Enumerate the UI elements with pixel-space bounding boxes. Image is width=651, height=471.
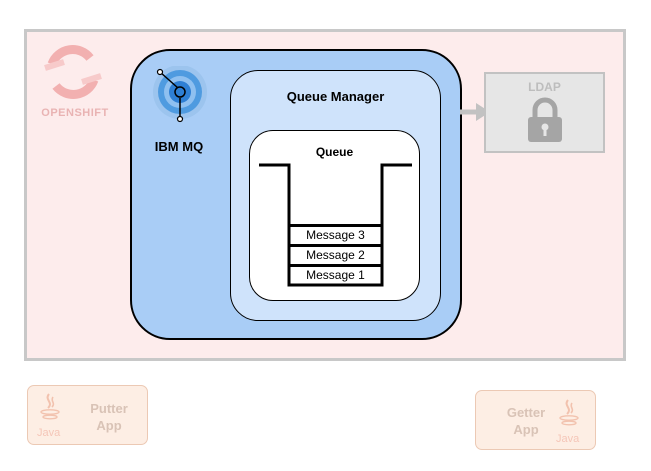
openshift-logo-icon: [44, 45, 102, 99]
queue-message: Message 2: [289, 244, 382, 263]
queue-container: [249, 130, 420, 301]
java-icon: Java: [556, 399, 580, 444]
arrow-to-ldap-icon: [460, 103, 490, 121]
openshift-wordmark: OPENSHIFT: [41, 107, 109, 119]
queue-manager-label: Queue Manager: [286, 89, 385, 104]
java-text: Java: [37, 427, 61, 438]
ibm-mq-label: IBM MQ: [154, 139, 204, 154]
java-icon: Java: [37, 393, 61, 438]
lock-icon: [528, 97, 562, 142]
ldap-label: LDAP: [528, 80, 561, 94]
java-text: Java: [556, 433, 580, 444]
queue-message: Message 1: [289, 264, 382, 283]
queue-message: Message 3: [289, 224, 382, 243]
queue-outline: [259, 163, 412, 287]
ibm-mq-logo-icon: [153, 66, 207, 123]
queue-label: Queue: [315, 145, 354, 159]
